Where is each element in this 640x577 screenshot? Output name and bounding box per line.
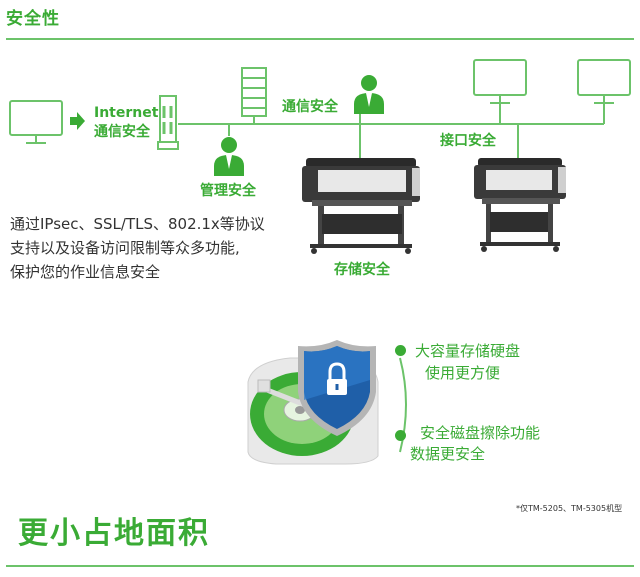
computer-icon-right-2 xyxy=(577,59,631,104)
user-icon-top xyxy=(354,75,384,114)
description-line: 支持以及设备访问限制等众多功能, xyxy=(10,239,240,257)
security-description: 通过IPsec、SSL/TLS、802.1x等协议 支持以及设备访问限制等众多功… xyxy=(10,212,310,284)
feature-bracket xyxy=(399,357,407,453)
feature-1-line-1: 大容量存储硬盘 xyxy=(415,342,521,360)
model-footnote: *仅TM-5205、TM-5305机型 xyxy=(516,504,623,513)
computer-icon-left xyxy=(9,100,63,144)
management-security-label: 管理安全 xyxy=(200,183,256,199)
printer-icon-2 xyxy=(474,158,566,252)
title-divider xyxy=(6,38,634,40)
bottom-divider xyxy=(6,565,634,567)
server-icon xyxy=(241,67,267,117)
internet-security-label: 通信安全 xyxy=(94,124,150,140)
feature-bullet xyxy=(395,430,406,441)
next-section-title: 更小占地面积 xyxy=(18,516,210,551)
communication-security-label: 通信安全 xyxy=(282,99,338,115)
admin-user-icon xyxy=(214,137,244,176)
arrow-right-icon xyxy=(70,112,85,130)
computer-icon-right-1 xyxy=(473,59,527,104)
feature-bullet xyxy=(395,345,406,356)
router-icon xyxy=(157,95,179,150)
interface-security-label: 接口安全 xyxy=(440,133,496,149)
network-lines xyxy=(178,104,605,158)
section-title: 安全性 xyxy=(6,9,60,29)
internet-label: Internet xyxy=(94,105,159,121)
feature-2-line-2: 数据更安全 xyxy=(410,445,486,463)
storage-security-label: 存储安全 xyxy=(334,262,390,278)
feature-1-line-2: 使用更方便 xyxy=(425,364,501,382)
printer-icon-1 xyxy=(302,158,420,254)
lock-icon xyxy=(327,362,347,395)
description-line: 保护您的作业信息安全 xyxy=(10,263,161,281)
description-line: 通过IPsec、SSL/TLS、802.1x等协议 xyxy=(10,215,265,233)
feature-2-line-1: 安全磁盘擦除功能 xyxy=(420,424,541,442)
